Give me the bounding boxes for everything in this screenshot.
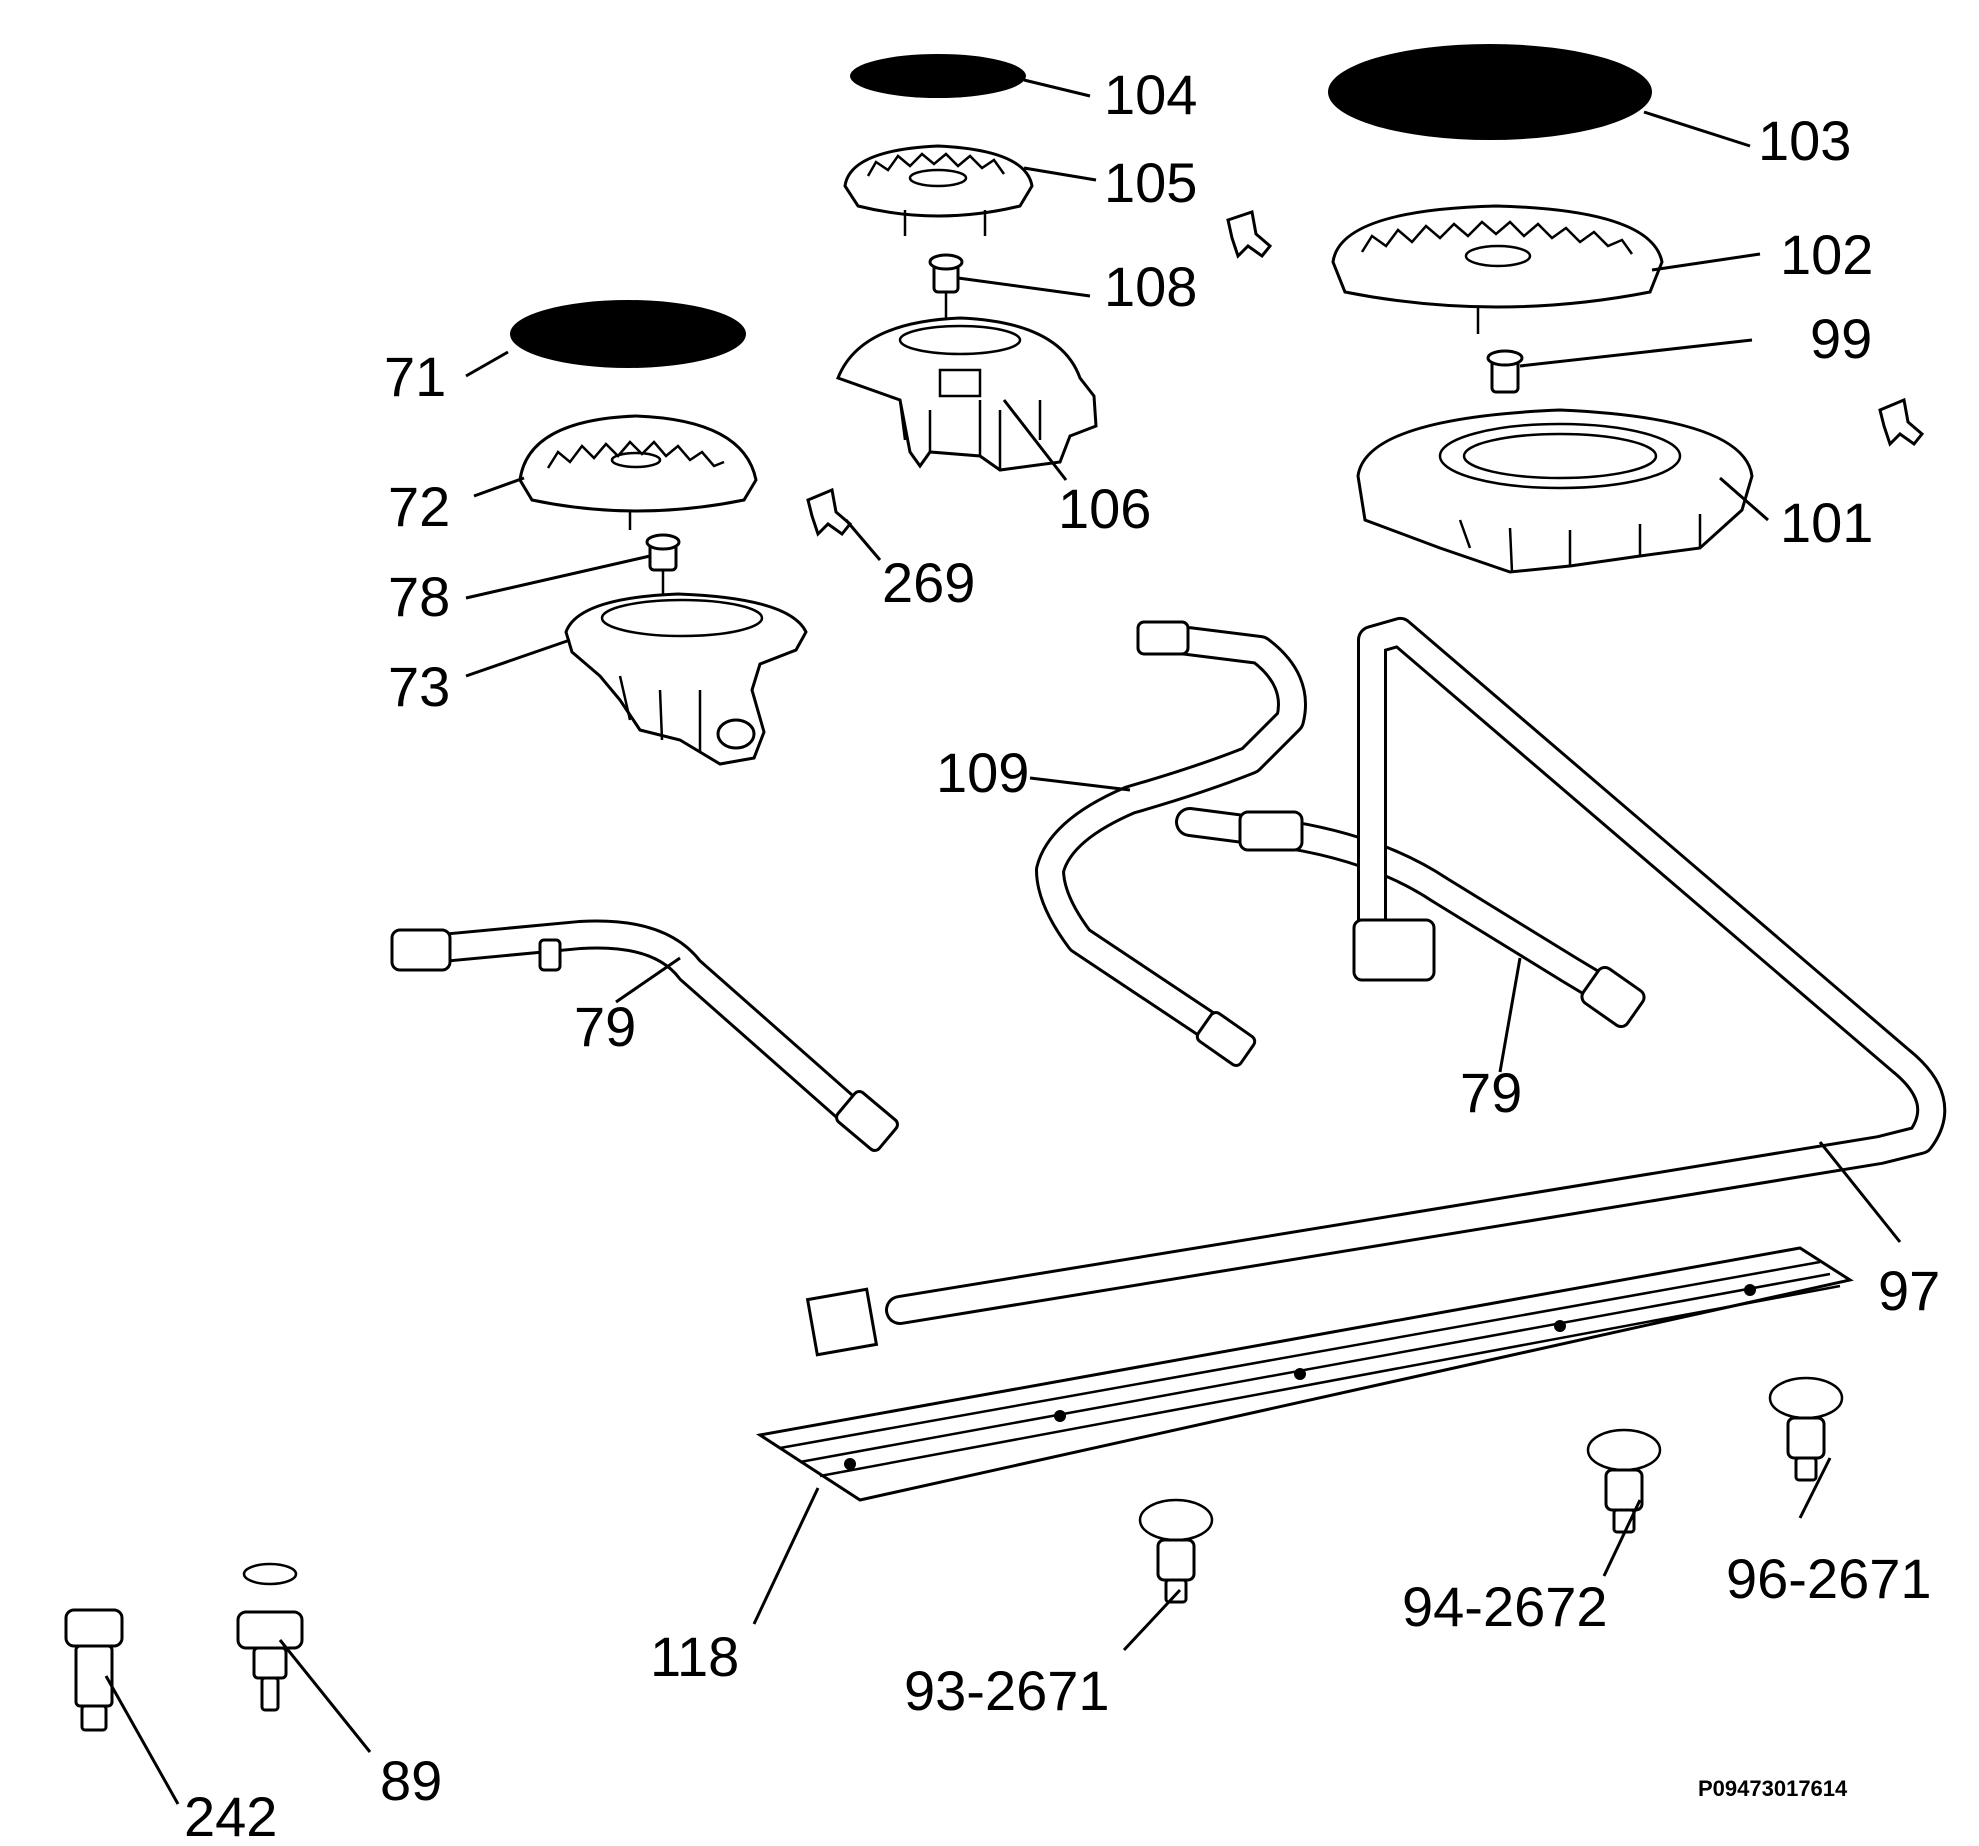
gas-tap-94-2672[interactable] [1586, 1428, 1662, 1534]
burner-crown-105[interactable] [843, 144, 1034, 236]
label-97: 97 [1878, 1259, 1940, 1322]
label-104: 104 [1104, 63, 1197, 126]
label-269: 269 [882, 551, 975, 614]
label-109: 109 [936, 741, 1029, 804]
gas-tap-96-2671[interactable] [1768, 1376, 1844, 1482]
burner-cap-71[interactable] [510, 300, 746, 368]
injector-99[interactable] [1486, 349, 1524, 394]
gas-tap-93-2671[interactable] [1138, 1498, 1214, 1604]
label-73: 73 [388, 655, 450, 718]
reference-arrow-icon [1878, 397, 1925, 447]
gas-pipe-109[interactable] [1035, 620, 1307, 1068]
burner-crown-72[interactable] [518, 414, 758, 530]
label-118: 118 [650, 1625, 739, 1688]
reference-arrow-icon [806, 487, 853, 537]
label-78: 78 [388, 565, 450, 628]
reference-arrow-icon [1226, 210, 1273, 259]
injector-108[interactable] [928, 253, 964, 318]
label-93-2671: 93-2671 [904, 1659, 1110, 1722]
label-102: 102 [1780, 223, 1873, 286]
label-242: 242 [184, 1785, 277, 1846]
label-89: 89 [380, 1749, 442, 1812]
burner-body-101[interactable] [1356, 408, 1754, 574]
burner-crown-102[interactable] [1331, 204, 1664, 334]
injector-78[interactable] [645, 533, 681, 598]
label-79-right: 79 [1460, 1061, 1522, 1124]
label-99: 99 [1810, 307, 1872, 370]
gas-manifold-97[interactable] [805, 617, 1947, 1357]
fitting-89[interactable] [236, 1562, 304, 1712]
label-71: 71 [384, 345, 446, 408]
fitting-242[interactable] [64, 1608, 124, 1732]
label-106: 106 [1058, 477, 1151, 540]
leader-lines [104, 78, 1902, 1805]
label-108: 108 [1104, 255, 1197, 318]
label-105: 105 [1104, 151, 1197, 214]
label-103: 103 [1758, 109, 1851, 172]
burner-cap-104[interactable] [850, 54, 1026, 98]
label-94-2672: 94-2672 [1402, 1575, 1608, 1638]
label-101: 101 [1780, 491, 1873, 554]
drawing-code: P09473017614 [1698, 1776, 1848, 1801]
bracket-118[interactable] [756, 1246, 1854, 1502]
burner-cap-103[interactable] [1328, 44, 1652, 140]
burner-body-106[interactable] [836, 316, 1098, 472]
label-72: 72 [388, 475, 450, 538]
burner-body-73[interactable] [564, 592, 808, 766]
gas-pipe-79-left[interactable] [390, 919, 900, 1153]
label-96-2671: 96-2671 [1726, 1547, 1932, 1610]
label-79-left: 79 [574, 995, 636, 1058]
